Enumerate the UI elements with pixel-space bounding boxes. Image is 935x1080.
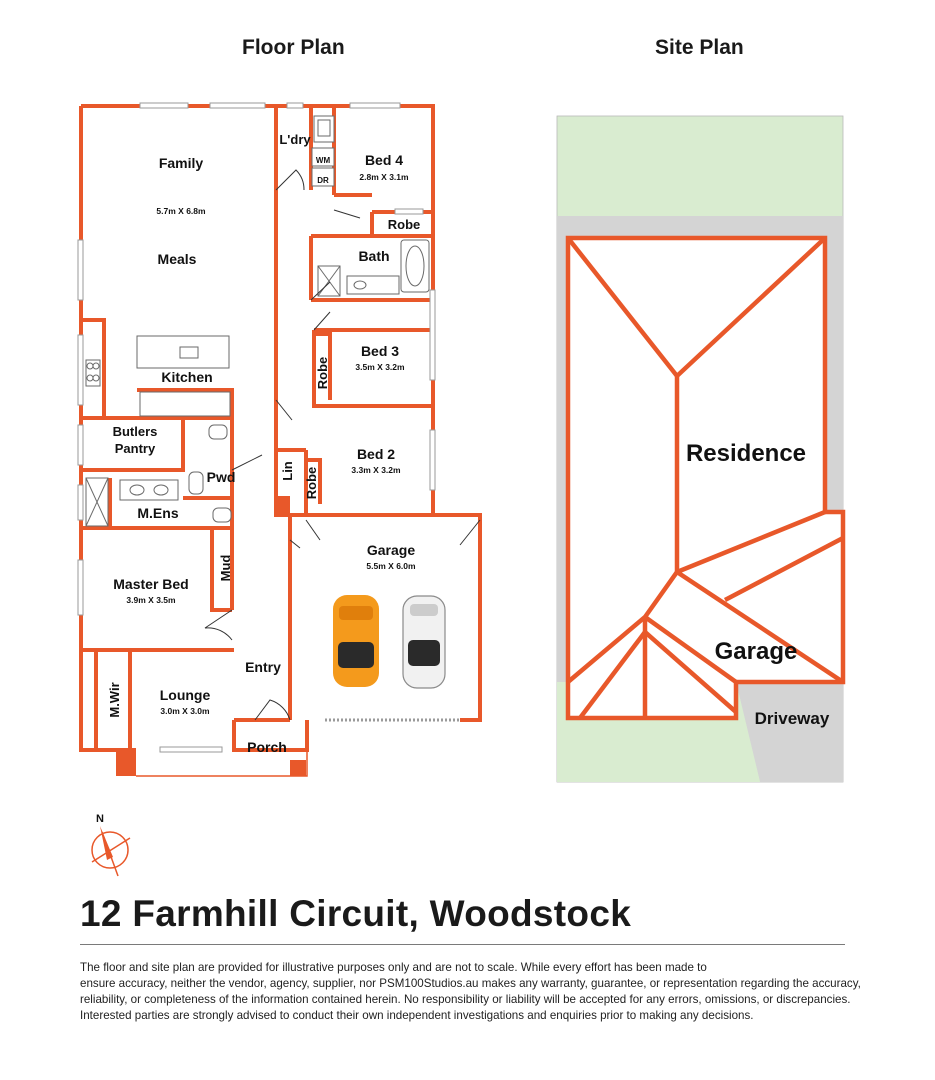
room-dim-master-bed: 3.9m X 3.5m bbox=[126, 595, 176, 605]
room-label-family: Family bbox=[159, 155, 204, 171]
room-dim-bed3: 3.5m X 3.2m bbox=[355, 362, 405, 372]
north-letter: N bbox=[96, 813, 104, 825]
fixtures bbox=[85, 115, 430, 527]
room-dim-family: 5.7m X 6.8m bbox=[156, 206, 206, 216]
disclaimer: The floor and site plan are provided for… bbox=[80, 960, 861, 1024]
car-white bbox=[402, 595, 446, 689]
floor-plan-labels: Family 5.7m X 6.8m Meals Kitchen Butlers… bbox=[107, 132, 420, 755]
site-label-residence: Residence bbox=[686, 440, 806, 467]
room-label-mens: M.Ens bbox=[137, 505, 178, 521]
room-label-robe-bed2: Robe bbox=[304, 467, 319, 500]
doors bbox=[204, 169, 481, 721]
site-plan-heading: Site Plan bbox=[655, 36, 744, 59]
driveway-area bbox=[736, 682, 843, 782]
compass-ring-icon bbox=[91, 831, 129, 869]
room-dim-bed4: 2.8m X 3.1m bbox=[359, 172, 409, 182]
room-label-butlers: Butlers bbox=[113, 424, 158, 439]
disclaimer-line: Interested parties are strongly advised … bbox=[80, 1009, 754, 1022]
plan-drawing: Family 5.7m X 6.8m Meals Kitchen Butlers… bbox=[77, 102, 846, 877]
disclaimer-line: ensure accuracy, neither the vendor, age… bbox=[80, 977, 861, 990]
room-dim-lounge: 3.0m X 3.0m bbox=[160, 706, 210, 716]
roof-ridges bbox=[566, 236, 845, 720]
room-label-mwir: M.Wir bbox=[107, 682, 122, 717]
room-label-robe-bed3: Robe bbox=[315, 357, 330, 390]
room-label-robe-bed4: Robe bbox=[388, 217, 421, 232]
room-label-bed2: Bed 2 bbox=[357, 446, 395, 462]
site-label-driveway: Driveway bbox=[755, 709, 830, 728]
room-label-kitchen: Kitchen bbox=[161, 369, 212, 385]
floor-plan: Family 5.7m X 6.8m Meals Kitchen Butlers… bbox=[77, 102, 482, 777]
floor-plan-heading: Floor Plan bbox=[242, 36, 345, 59]
disclaimer-line: The floor and site plan are provided for… bbox=[80, 961, 707, 974]
room-label-bath: Bath bbox=[358, 248, 389, 264]
disclaimer-line: reliability, or completeness of the info… bbox=[80, 993, 851, 1006]
room-dim-garage: 5.5m X 6.0m bbox=[366, 561, 416, 571]
room-label-laundry: L'dry bbox=[279, 132, 311, 147]
room-label-bed3: Bed 3 bbox=[361, 343, 399, 359]
divider bbox=[80, 944, 845, 945]
room-label-porch: Porch bbox=[247, 739, 287, 755]
room-label-master-bed: Master Bed bbox=[113, 576, 188, 592]
site-label-garage: Garage bbox=[715, 638, 798, 665]
room-label-pwd: Pwd bbox=[207, 469, 236, 485]
property-address: 12 Farmhill Circuit, Woodstock bbox=[80, 893, 632, 934]
room-dim-bed2: 3.3m X 3.2m bbox=[351, 465, 401, 475]
room-label-lin: Lin bbox=[280, 461, 295, 481]
room-label-lounge: Lounge bbox=[160, 687, 211, 703]
room-label-dr: DR bbox=[317, 176, 329, 185]
porch-outline bbox=[136, 750, 308, 777]
windows bbox=[77, 102, 436, 753]
room-label-meals: Meals bbox=[158, 251, 197, 267]
room-label-entry: Entry bbox=[245, 659, 281, 675]
corner-posts bbox=[116, 496, 306, 776]
room-label-bed4: Bed 4 bbox=[365, 152, 403, 168]
site-plan: Residence Garage Driveway bbox=[556, 115, 846, 783]
room-label-wm: WM bbox=[316, 156, 331, 165]
room-label-pantry: Pantry bbox=[115, 441, 156, 456]
room-label-mud: Mud bbox=[218, 555, 233, 582]
car-orange bbox=[333, 595, 379, 687]
room-label-garage: Garage bbox=[367, 542, 415, 558]
north-compass: N bbox=[91, 813, 131, 877]
